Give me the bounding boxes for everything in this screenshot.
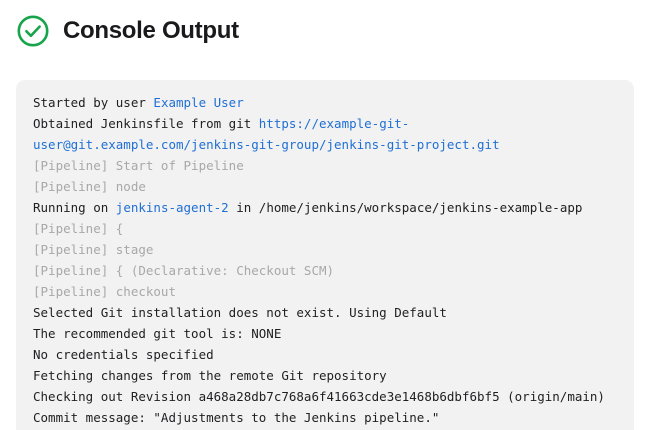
console-text: Started by user	[33, 95, 154, 110]
console-text: [Pipeline] stage	[33, 242, 154, 257]
console-line-commit-message: Commit message: "Adjustments to the Jenk…	[33, 407, 618, 428]
console-text: Obtained Jenkinsfile from git	[33, 116, 259, 131]
console-line-obtained-jenkinsfile: Obtained Jenkinsfile from git https://ex…	[33, 113, 618, 155]
check-circle-icon	[17, 15, 49, 46]
console-text: [Pipeline] Start of Pipeline	[33, 158, 244, 173]
console-text: [Pipeline] { (Declarative: Checkout SCM)	[33, 263, 335, 278]
console-line-pipeline-node: [Pipeline] node	[33, 176, 618, 197]
page-header: Console Output	[0, 0, 650, 46]
console-line-checking-out-revision: Checking out Revision a468a28db7c768a6f4…	[33, 386, 618, 407]
console-line-pipeline-start-of-pipeline: [Pipeline] Start of Pipeline	[33, 155, 618, 176]
console-line-started-by-user: Started by user Example User	[33, 92, 618, 113]
console-text: Checking out Revision a468a28db7c768a6f4…	[33, 389, 605, 404]
console-text: Commit message: "Adjustments to the Jenk…	[33, 410, 440, 425]
console-text: in /home/jenkins/workspace/jenkins-examp…	[228, 200, 583, 215]
console-link[interactable]: https://example-git-user@git.example.com…	[33, 116, 500, 152]
console-text: Fetching changes from the remote Git rep…	[33, 368, 387, 383]
console-line-pipeline-open-brace: [Pipeline] {	[33, 218, 618, 239]
console-line-selected-git-installation: Selected Git installation does not exist…	[33, 302, 618, 323]
console-text: No credentials specified	[33, 347, 214, 362]
console-text: [Pipeline] node	[33, 179, 146, 194]
console-line-pipeline-stage: [Pipeline] stage	[33, 239, 618, 260]
page-title: Console Output	[63, 16, 239, 44]
console-text: The recommended git tool is: NONE	[33, 326, 282, 341]
console-line-running-on-agent: Running on jenkins-agent-2 in /home/jenk…	[33, 197, 618, 218]
console-line-fetching-changes: Fetching changes from the remote Git rep…	[33, 365, 618, 386]
console-text: Selected Git installation does not exist…	[33, 305, 447, 320]
console-line-pipeline-checkout: [Pipeline] checkout	[33, 281, 618, 302]
console-text: [Pipeline] checkout	[33, 284, 176, 299]
console-line-pipeline-declarative-checkout-scm: [Pipeline] { (Declarative: Checkout SCM)	[33, 260, 618, 281]
console-text: [Pipeline] {	[33, 221, 124, 236]
console-line-no-credentials-specified: No credentials specified	[33, 344, 618, 365]
console-line-recommended-git-tool: The recommended git tool is: NONE	[33, 323, 618, 344]
console-text: Running on	[33, 200, 116, 215]
console-link[interactable]: Example User	[153, 95, 244, 110]
console-link[interactable]: jenkins-agent-2	[115, 200, 229, 215]
